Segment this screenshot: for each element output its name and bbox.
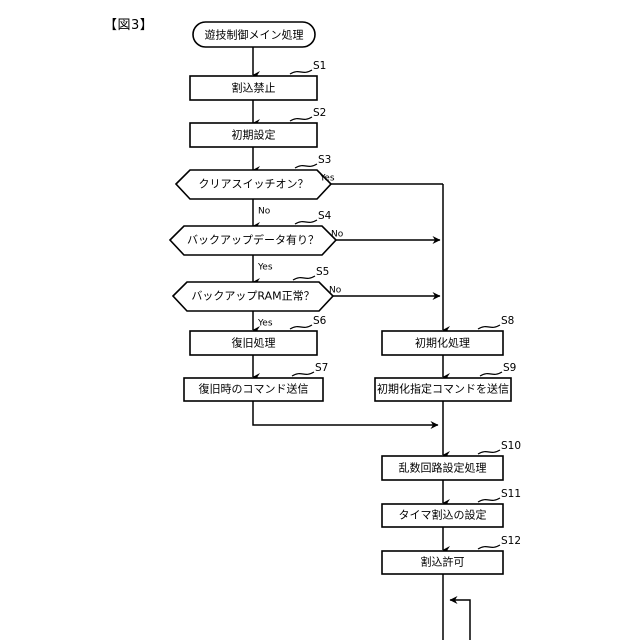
node-s10-label: 乱数回路設定処理	[399, 461, 487, 475]
node-s4-label: バックアップデータ有り？	[187, 233, 319, 247]
branch-label-s3-yes: Yes	[319, 174, 335, 184]
node-s5[interactable]: バックアップRAM正常？	[171, 281, 335, 312]
node-s11-shape	[381, 503, 504, 528]
step-label-s6: S6	[313, 315, 327, 327]
step-label-s2: S2	[313, 107, 326, 119]
node-s2-label: 初期設定	[232, 128, 276, 142]
node-s1[interactable]: 割込禁止	[189, 75, 318, 101]
step-label-s1: S1	[313, 60, 326, 72]
step-label-s8: S8	[501, 315, 514, 327]
leader-s5	[292, 275, 316, 281]
leader-s3	[294, 163, 318, 169]
node-s10-shape	[381, 455, 504, 481]
node-s12[interactable]: 割込許可	[381, 550, 504, 575]
node-s3-shape	[174, 169, 333, 200]
node-s4-shape	[168, 225, 338, 256]
branch-label-s5-no: No	[329, 286, 342, 296]
node-s12-label: 割込許可	[421, 555, 465, 569]
leader-s2	[289, 116, 313, 122]
node-s8-shape	[381, 330, 504, 356]
node-s11-label: タイマ割込の設定	[399, 508, 487, 522]
node-s2[interactable]: 初期設定	[189, 122, 318, 148]
node-start[interactable]: 遊技制御メイン処理	[192, 21, 316, 48]
leader-s11	[477, 497, 501, 503]
node-s12-shape	[381, 550, 504, 575]
leader-s6	[289, 324, 313, 330]
connector-s7-merge-to-main	[252, 400, 439, 429]
node-s7-label: 復旧時のコマンド送信	[199, 382, 309, 396]
leader-s7	[291, 371, 315, 377]
node-s5-label: バックアップRAM正常？	[191, 290, 314, 303]
step-label-s9: S9	[503, 362, 516, 374]
step-label-s10: S10	[501, 440, 521, 452]
step-label-s4: S4	[318, 210, 332, 222]
leader-s10	[477, 449, 501, 455]
leader-s8	[477, 324, 501, 330]
node-s1-label: 割込禁止	[232, 81, 276, 95]
node-s2-shape	[189, 122, 318, 148]
branch-label-s3-no: No	[258, 207, 271, 217]
node-s6-shape	[189, 330, 318, 356]
step-label-s3: S3	[318, 154, 331, 166]
node-s8[interactable]: 初期化処理	[381, 330, 504, 356]
node-s8-label: 初期化処理	[415, 336, 470, 350]
node-s5-shape	[171, 281, 335, 312]
node-s4[interactable]: バックアップデータ有り？	[168, 225, 338, 256]
step-label-s12: S12	[501, 535, 521, 547]
leader-s4	[294, 219, 318, 225]
connector-loop-back	[449, 596, 471, 640]
node-start-shape	[192, 21, 316, 48]
node-s9-shape	[374, 377, 512, 402]
node-s7[interactable]: 復旧時のコマンド送信	[183, 377, 324, 402]
leader-s12	[477, 544, 501, 550]
node-s11[interactable]: タイマ割込の設定	[381, 503, 504, 528]
step-label-s11: S11	[501, 488, 521, 500]
leader-s1	[289, 69, 313, 75]
node-start-label: 遊技制御メイン処理	[205, 28, 304, 42]
node-s3[interactable]: クリアスイッチオン？	[174, 169, 333, 200]
branch-label-s5-yes: Yes	[257, 319, 273, 329]
node-s9[interactable]: 初期化指定コマンドを送信	[374, 377, 512, 402]
branch-label-s4-yes: Yes	[257, 263, 273, 273]
branch-label-s4-no: No	[331, 230, 344, 240]
node-s9-label: 初期化指定コマンドを送信	[377, 382, 509, 396]
node-s1-shape	[189, 75, 318, 101]
node-s3-label: クリアスイッチオン？	[199, 178, 309, 191]
node-s10[interactable]: 乱数回路設定処理	[381, 455, 504, 481]
step-label-s5: S5	[316, 266, 329, 278]
figure-number-label: 【図3】	[104, 18, 154, 33]
step-label-s7: S7	[315, 362, 328, 374]
node-s7-shape	[183, 377, 324, 402]
node-s6[interactable]: 復旧処理	[189, 330, 318, 356]
leader-s9	[479, 371, 503, 377]
node-s6-label: 復旧処理	[232, 337, 276, 350]
